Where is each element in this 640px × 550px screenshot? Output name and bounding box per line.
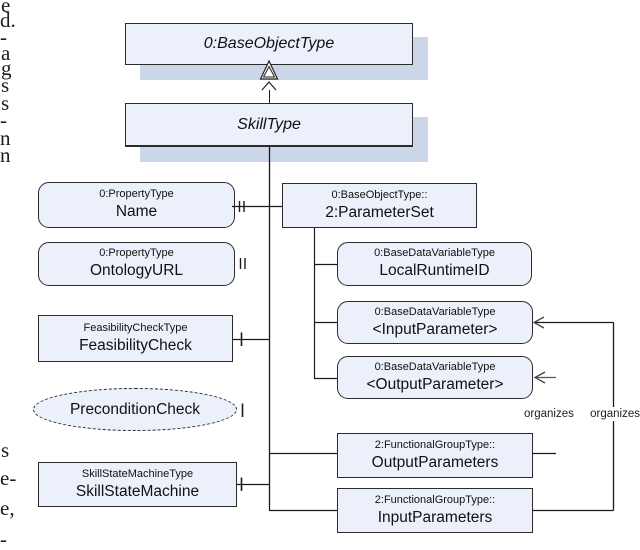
- node-browse-name: <InputParameter>: [372, 320, 498, 338]
- margin-text-fragment: e,: [0, 496, 15, 520]
- margin-text-fragment: d.: [0, 8, 16, 32]
- node-type-label: 0:BaseDataVariableType: [374, 305, 496, 318]
- node-parameter-set: 0:BaseObjectType:: 2:ParameterSet: [282, 183, 477, 228]
- node-browse-name: Name: [115, 203, 158, 221]
- margin-text-fragment: -: [0, 25, 7, 49]
- node-browse-name: OutputParameters: [371, 453, 499, 471]
- organizes-label: organizes: [524, 408, 574, 420]
- margin-text-fragment: s: [1, 91, 10, 115]
- margin-text-fragment: s: [1, 73, 10, 97]
- node-input-parameter: 0:BaseDataVariableType <InputParameter>: [337, 301, 533, 344]
- node-feasibility-check: FeasibilityCheckType FeasibilityCheck: [38, 315, 233, 362]
- node-output-parameters: 2:FunctionalGroupType:: OutputParameters: [337, 433, 533, 478]
- node-precondition-check: PreconditionCheck: [33, 388, 237, 431]
- node-browse-name: PreconditionCheck: [69, 400, 201, 418]
- node-skill-state-machine: SkillStateMachineType SkillStateMachine: [38, 462, 237, 507]
- node-browse-name: 2:ParameterSet: [325, 203, 434, 221]
- node-name: 0:PropertyType Name: [38, 182, 235, 228]
- node-type-label: 2:FunctionalGroupType::: [374, 438, 496, 451]
- node-browse-name: FeasibilityCheck: [79, 336, 192, 354]
- margin-text-fragment: g: [1, 56, 12, 80]
- node-type-label: SkillStateMachineType: [81, 467, 194, 480]
- node-type-label: 2:FunctionalGroupType::: [374, 493, 496, 506]
- node-local-runtime-id: 0:BaseDataVariableType LocalRuntimeID: [337, 242, 532, 286]
- node-type-label: 0:BaseDataVariableType: [374, 360, 496, 373]
- node-type-label: 0:BaseDataVariableType: [374, 247, 495, 260]
- node-browse-name: InputParameters: [377, 508, 493, 526]
- node-type-label: FeasibilityCheckType: [83, 321, 188, 334]
- margin-text-fragment: -: [0, 527, 7, 550]
- node-ontology-url: 0:PropertyType OntologyURL: [38, 242, 235, 286]
- organizes-arrowhead-icon: [533, 371, 546, 384]
- margin-text-fragment: e-: [0, 466, 17, 490]
- margin-text-fragment: n: [0, 143, 11, 167]
- node-browse-name: OntologyURL: [89, 262, 184, 280]
- node-base-object-type: 0:BaseObjectType: [125, 23, 413, 65]
- node-title: 0:BaseObjectType: [203, 35, 335, 52]
- node-browse-name: SkillStateMachine: [75, 482, 200, 500]
- hassubtype-chevron-icon: [261, 81, 277, 91]
- node-type-label: 0:PropertyType: [99, 188, 174, 201]
- margin-text-fragment: a: [1, 41, 11, 65]
- node-browse-name: <OutputParameter>: [366, 375, 504, 393]
- node-skill-type: SkillType: [125, 103, 413, 147]
- margin-text-fragment: -: [0, 108, 7, 132]
- node-title: SkillType: [237, 115, 301, 133]
- organizes-arrowhead-icon: [532, 316, 545, 329]
- margin-text-fragment: s: [1, 438, 10, 462]
- edge-label-organizes: organizes organizes: [524, 407, 640, 421]
- organizes-label: organizes: [590, 408, 640, 420]
- node-browse-name: LocalRuntimeID: [379, 262, 490, 280]
- margin-text-fragment: n: [0, 126, 11, 150]
- margin-text-fragment: e: [1, 0, 11, 17]
- node-input-parameters: 2:FunctionalGroupType:: InputParameters: [337, 488, 533, 533]
- node-type-label: 0:PropertyType: [99, 247, 174, 260]
- node-output-parameter: 0:BaseDataVariableType <OutputParameter>: [337, 356, 533, 399]
- node-type-label: 0:BaseObjectType::: [331, 188, 428, 201]
